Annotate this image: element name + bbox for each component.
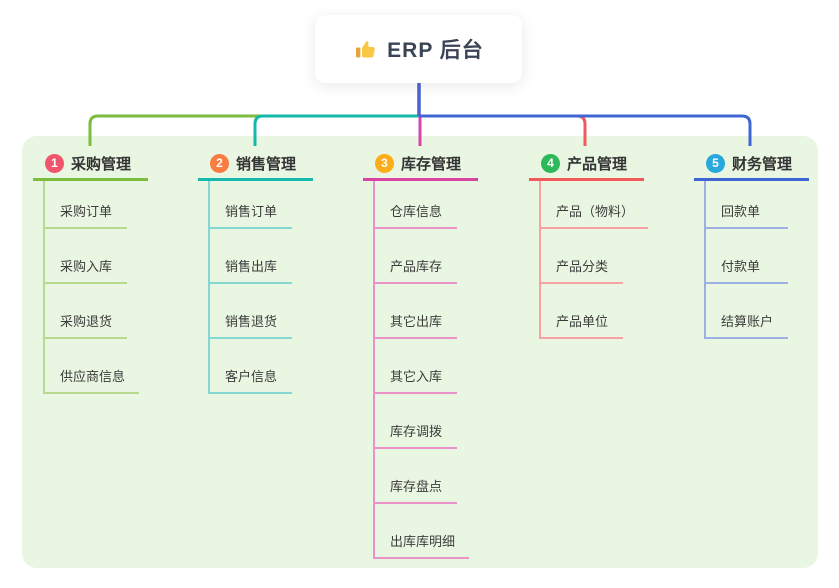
child-node[interactable]: 库存盘点 <box>373 449 457 504</box>
branch-children: 产品（物料） 产品分类产品单位 <box>539 181 659 339</box>
child-node[interactable]: 其它入库 <box>373 339 457 394</box>
connector-lines <box>88 83 752 146</box>
child-node[interactable]: 销售退货 <box>208 284 292 339</box>
child-node-label: 结算账户 <box>721 314 774 329</box>
child-node[interactable]: 其它出库 <box>373 284 457 339</box>
child-node[interactable]: 采购订单 <box>43 181 127 229</box>
branches-boundary-panel <box>22 136 818 568</box>
child-node[interactable]: 销售订单 <box>208 181 292 229</box>
child-node[interactable]: 采购入库 <box>43 229 127 284</box>
branch: 1 采购管理采购订单采购入库采购退货供应商信息 <box>33 150 163 394</box>
branch-connector-line <box>253 114 419 146</box>
child-node-label: 销售出库 <box>225 259 278 274</box>
branch-children: 采购订单采购入库采购退货供应商信息 <box>43 181 163 394</box>
branch: 2 销售管理销售订单销售出库销售退货客户信息 <box>198 150 328 394</box>
child-node-label: 其它出库 <box>390 314 443 329</box>
child-node-label: 付款单 <box>721 259 761 274</box>
branch-number-badge: 4 <box>541 153 560 173</box>
branch-title-label: 库存管理 <box>401 155 462 173</box>
child-node[interactable]: 产品（物料） <box>539 181 649 229</box>
branch-title-label: 采购管理 <box>71 155 132 173</box>
branch-title[interactable]: 4 产品管理 <box>529 150 644 181</box>
branch-children: 仓库信息产品库存其它出库其它入库库存调拨库存盘点出库库明细 <box>373 181 493 559</box>
root-title: ERP 后台 <box>387 39 484 62</box>
child-node[interactable]: 销售出库 <box>208 229 292 284</box>
child-node-label: 采购订单 <box>60 204 113 219</box>
child-node[interactable]: 付款单 <box>704 229 788 284</box>
branch: 3 库存管理仓库信息产品库存其它出库其它入库库存调拨库存盘点出库库明细 <box>363 150 493 559</box>
branch-title[interactable]: 1 采购管理 <box>33 150 148 181</box>
branch-number-badge: 3 <box>375 153 394 173</box>
child-node-label: 采购入库 <box>60 259 113 274</box>
branch-number-badge: 2 <box>210 153 229 173</box>
branch-title[interactable]: 2 销售管理 <box>198 150 313 181</box>
branch-title-label: 销售管理 <box>236 155 297 173</box>
child-node-label: 回款单 <box>721 204 761 219</box>
branch: 4 产品管理产品（物料） 产品分类产品单位 <box>529 150 659 339</box>
root-node[interactable]: ERP 后台 <box>315 15 522 83</box>
child-node[interactable]: 结算账户 <box>704 284 788 339</box>
branch-connector-line <box>88 114 419 146</box>
child-node-label: 销售订单 <box>225 204 278 219</box>
thumbs-up-icon <box>356 41 375 58</box>
child-node-label: 销售退货 <box>225 314 278 329</box>
child-node-label: 产品单位 <box>556 314 609 329</box>
child-node-label: 产品（物料） <box>556 204 635 219</box>
child-node[interactable]: 产品单位 <box>539 284 623 339</box>
branch: 5 财务管理回款单付款单结算账户 <box>694 150 824 339</box>
branch-number-badge: 1 <box>45 153 64 173</box>
child-node-label: 其它入库 <box>390 369 443 384</box>
branch-number-badge: 5 <box>706 153 725 173</box>
child-node[interactable]: 出库库明细 <box>373 504 470 559</box>
child-node-label: 仓库信息 <box>390 204 443 219</box>
child-node[interactable]: 产品分类 <box>539 229 623 284</box>
child-node-label: 库存调拨 <box>390 424 443 439</box>
child-node[interactable]: 回款单 <box>704 181 788 229</box>
child-node-label: 出库库明细 <box>390 534 456 549</box>
child-node[interactable]: 采购退货 <box>43 284 127 339</box>
branch-children: 销售订单销售出库销售退货客户信息 <box>208 181 328 394</box>
child-node-label: 客户信息 <box>225 369 278 384</box>
child-node[interactable]: 产品库存 <box>373 229 457 284</box>
child-node-label: 采购退货 <box>60 314 113 329</box>
branch-children: 回款单付款单结算账户 <box>704 181 824 339</box>
child-node-label: 库存盘点 <box>390 479 443 494</box>
child-node[interactable]: 供应商信息 <box>43 339 140 394</box>
child-node-label: 产品库存 <box>390 259 443 274</box>
child-node[interactable]: 客户信息 <box>208 339 292 394</box>
child-node-label: 供应商信息 <box>60 369 126 384</box>
branch-title-label: 产品管理 <box>567 155 628 173</box>
child-node-label: 产品分类 <box>556 259 609 274</box>
branch-connector-line <box>419 114 587 146</box>
child-node[interactable]: 仓库信息 <box>373 181 457 229</box>
branch-title[interactable]: 5 财务管理 <box>694 150 809 181</box>
branch-connector-line <box>419 114 752 146</box>
child-node[interactable]: 库存调拨 <box>373 394 457 449</box>
branch-title[interactable]: 3 库存管理 <box>363 150 478 181</box>
branch-title-label: 财务管理 <box>732 155 793 173</box>
